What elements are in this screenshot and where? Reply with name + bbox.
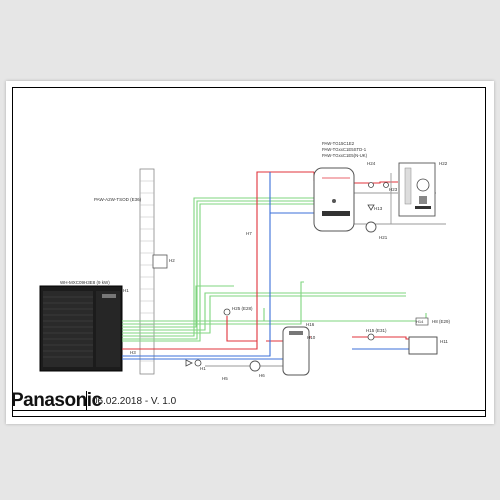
label-h10: H10 (307, 335, 316, 340)
label-h21: H21 (379, 235, 388, 240)
label-h1: H1 (123, 288, 129, 293)
label-sensor: PAW-A2W-TSOD (E36) (94, 197, 142, 202)
label-h14: H14 (416, 319, 424, 324)
footer-separator (86, 391, 87, 411)
radiator (408, 336, 438, 355)
hydraulic-schematic: WH-MXC09H3E8 (9 kW) PAW-A2W-TSOD (E36) H… (39, 141, 451, 381)
valves (185, 182, 389, 367)
wall-column (139, 168, 155, 375)
expansion-vessel (365, 221, 377, 233)
label-outdoor-unit: WH-MXC09H3E8 (9 kW) (60, 280, 110, 285)
label-h2: H2 (169, 258, 175, 263)
label-h15: H15 (E31) (366, 328, 387, 333)
label-h6: H6 (259, 373, 265, 378)
label-tank-model-1: PAW-TG15C1E2 (322, 141, 355, 146)
label-h16: H16 (306, 322, 315, 327)
label-tank-model-3: PAW-TGxxC1E5(N-UK) (322, 153, 368, 158)
drawing-frame (12, 87, 486, 417)
footer-rule (12, 410, 486, 411)
room-sensor-h2 (152, 254, 168, 269)
domestic-hot-water-tank (313, 167, 355, 232)
outdoor-heat-pump-unit (39, 285, 123, 372)
label-h13: H13 (374, 206, 383, 211)
label-h5: H5 (222, 376, 228, 381)
thermostat-box (415, 317, 429, 326)
label-h22: H22 (439, 161, 448, 166)
label-h7: H7 (246, 231, 252, 236)
label-h25: H25 (E28) (232, 306, 253, 311)
label-h8: H8 (E29) (432, 319, 451, 324)
drawing-sheet: WH-MXC09H3E8 (9 kW) PAW-A2W-TSOD (E36) H… (6, 81, 494, 424)
document-date-version: 06.02.2018 - V. 1.0 (92, 396, 177, 407)
buffer-tank (282, 326, 310, 376)
panasonic-logo: Panasonic (11, 390, 102, 411)
label-h24: H24 (367, 161, 376, 166)
expansion-vessel (249, 360, 261, 372)
label-tank-model-2: PAW-TGxxC1E5STD-1 (322, 147, 367, 152)
signal-lines (122, 197, 427, 342)
label-h3: H3 (130, 350, 136, 355)
label-h11: H11 (440, 339, 448, 344)
wall-hatching (140, 180, 154, 362)
bathroom-fixtures (398, 162, 436, 217)
label-h23: H23 (389, 187, 398, 192)
label-h1-lower: H1 (200, 366, 206, 371)
